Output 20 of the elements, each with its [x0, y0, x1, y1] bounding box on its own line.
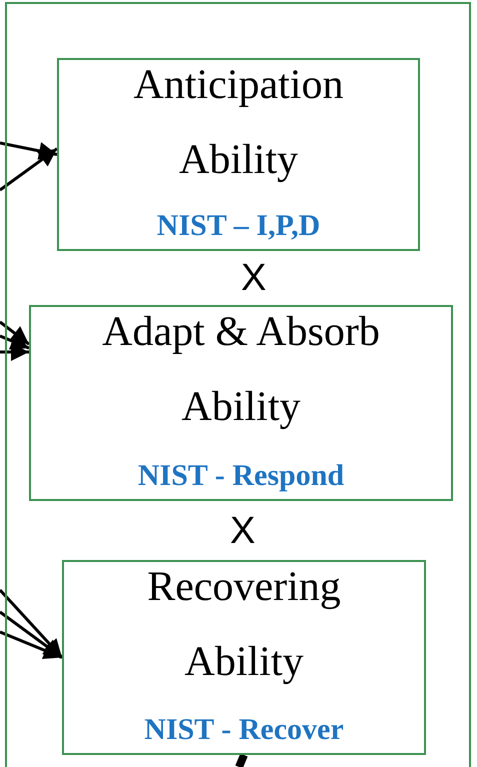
ability-box [62, 560, 426, 755]
ability-box [29, 305, 453, 501]
frame-box [5, 2, 471, 767]
arrow [0, 332, 30, 350]
box-title: Recovering Ability [147, 564, 341, 685]
ability-box [57, 58, 420, 251]
multiply-sign: X [241, 258, 266, 298]
arrow [0, 610, 63, 659]
connector-line [235, 753, 248, 767]
arrow [0, 142, 58, 160]
arrow [0, 148, 58, 192]
arrow [0, 630, 63, 659]
nist-function: NIST - Respond [138, 459, 344, 493]
multiply-sign: X [230, 511, 256, 551]
arrow [0, 320, 30, 346]
box-title: Adapt & Absorb Ability [102, 309, 380, 430]
nist-function: NIST – I,P,D [156, 209, 320, 243]
arrow [0, 343, 29, 362]
box-title: Anticipation Ability [134, 62, 344, 183]
nist-function: NIST - Recover [144, 713, 344, 747]
